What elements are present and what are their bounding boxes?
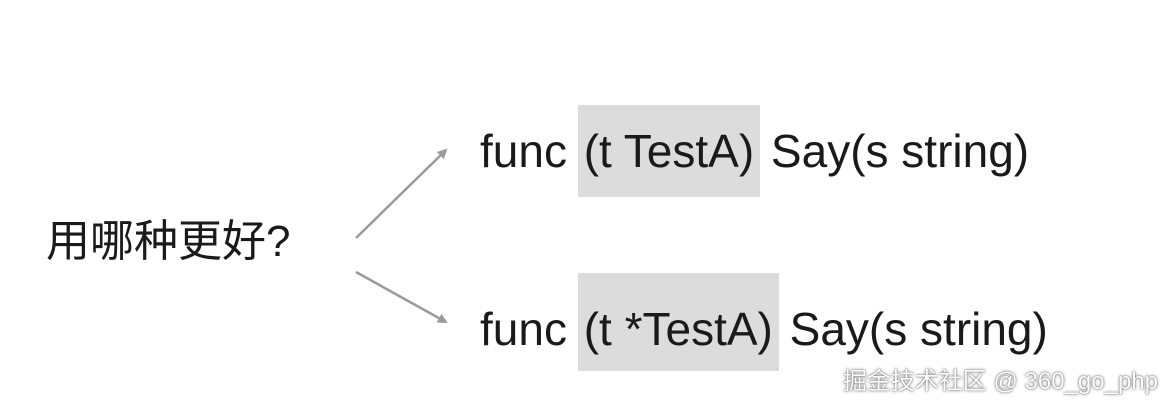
- question-label: 用哪种更好?: [46, 217, 291, 266]
- method-signature: Say(s string): [758, 125, 1030, 177]
- func-keyword: func: [480, 303, 580, 355]
- watermark: 掘金技术社区 @ 360_go_php: [842, 368, 1158, 395]
- arrow-up: [355, 148, 448, 239]
- func-keyword: func: [480, 125, 580, 177]
- arrow-down: [355, 270, 448, 324]
- receiver-highlight: (t TestA): [577, 105, 761, 197]
- method-signature: Say(s string): [776, 303, 1048, 355]
- code-option-pointer-receiver: func (t *TestA) Say(s string): [480, 273, 1048, 371]
- code-option-value-receiver: func (t TestA) Say(s string): [480, 105, 1030, 197]
- receiver-highlight: (t *TestA): [577, 273, 779, 371]
